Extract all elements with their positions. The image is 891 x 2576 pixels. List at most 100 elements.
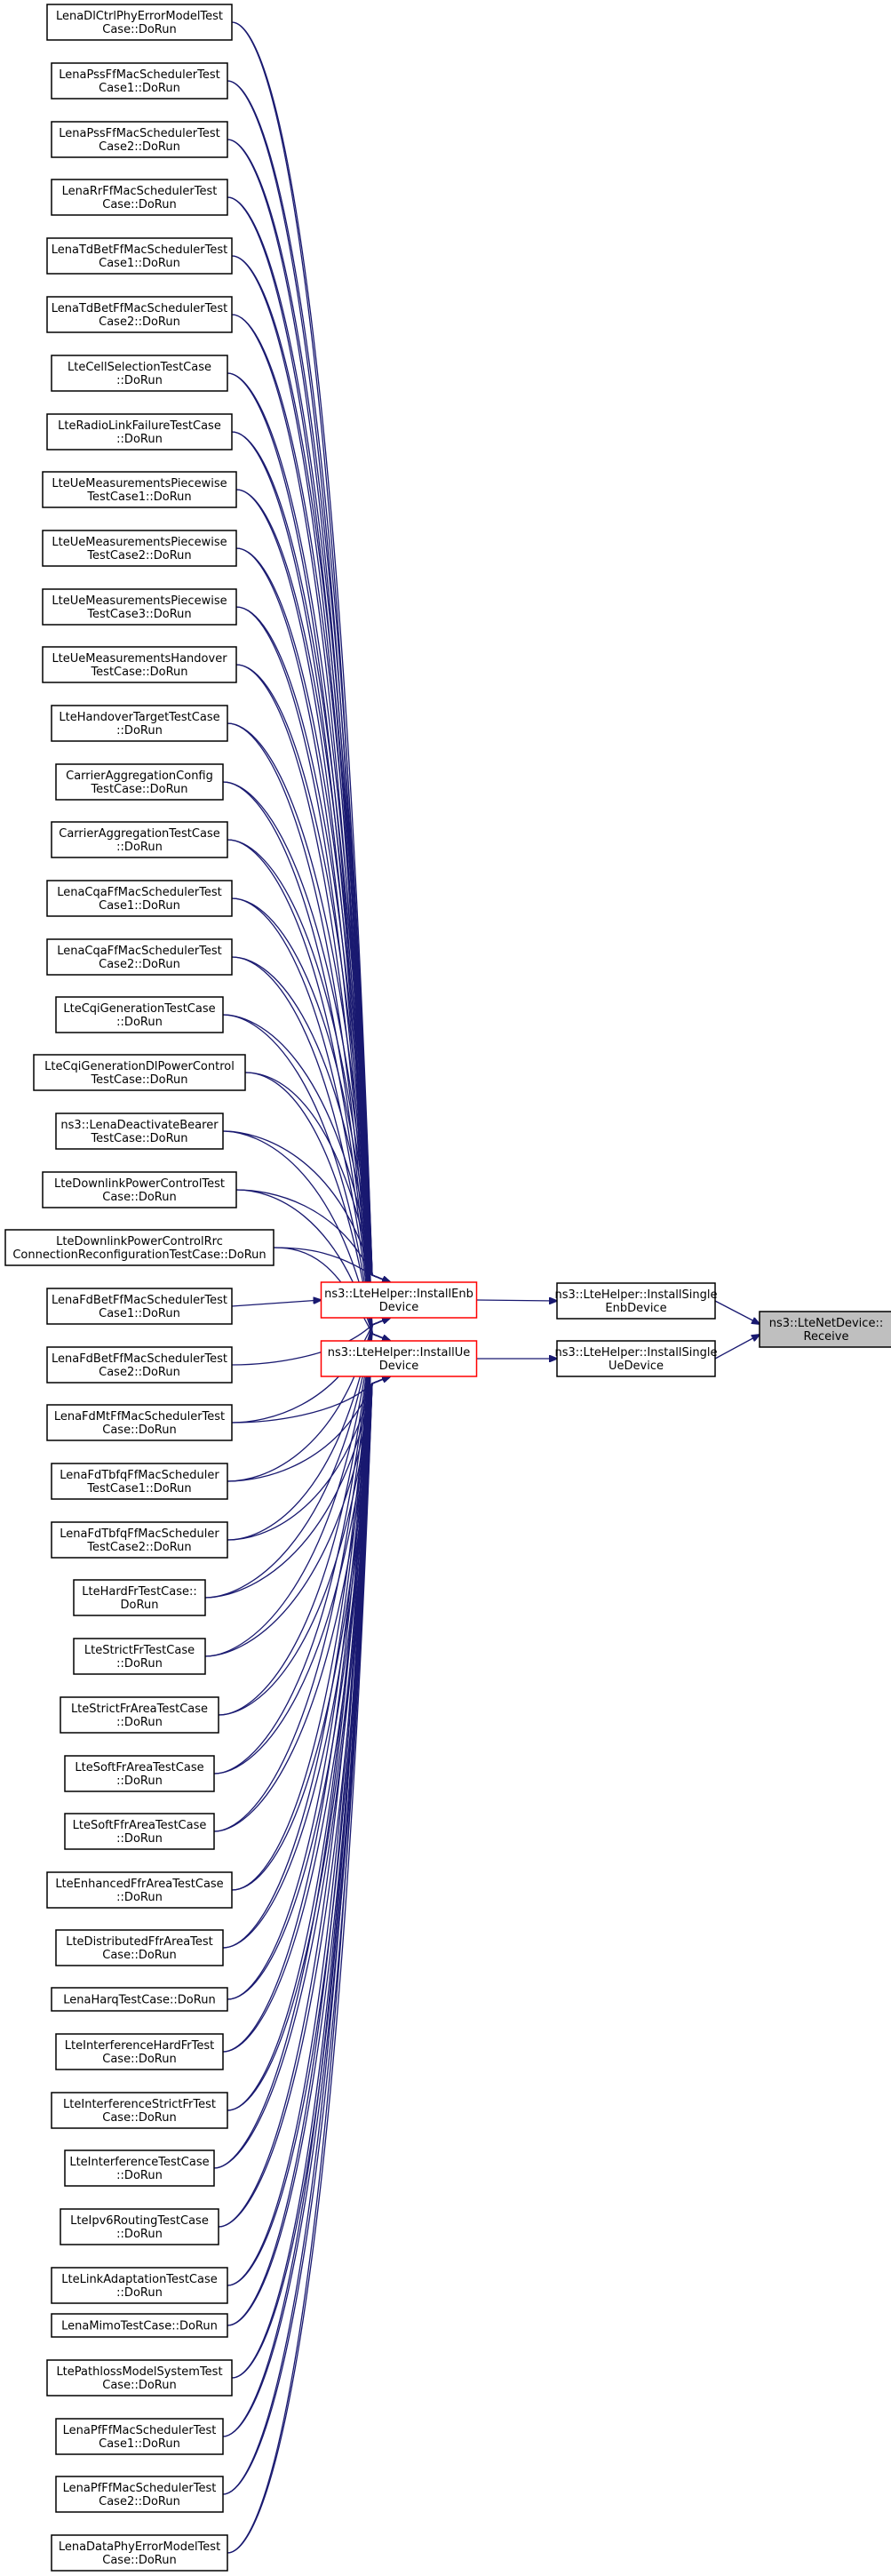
edge-caller-43-to-installer-0	[222, 1318, 390, 2495]
edge-caller-0-to-installer-0	[231, 21, 390, 1282]
caller-node-38-box	[60, 2208, 219, 2245]
caller-node-44-label-line: LenaDataPhyErrorModelTest	[59, 2540, 220, 2554]
caller-node-28-box	[73, 1638, 206, 1675]
edge-caller-16-to-installer-1	[231, 956, 390, 1341]
caller-node-24-box	[46, 1404, 233, 1441]
caller-node-43-label-line: LenaPfFfMacSchedulerTest	[63, 2482, 217, 2495]
caller-node-21[interactable]: LteDownlinkPowerControlRrcConnectionReco…	[4, 1229, 274, 1266]
caller-node-10-label-line: LteUeMeasurementsPiecewise	[52, 594, 227, 608]
edge-caller-42-to-installer-1	[222, 1376, 390, 2437]
edge-caller-22-to-installer-0	[231, 1300, 322, 1307]
caller-node-12[interactable]: LteHandoverTargetTestCase::DoRun	[51, 705, 228, 742]
caller-node-36-label-line: LteInterferenceStrictFrTest	[63, 2098, 216, 2111]
caller-node-3-label-line: LenaRrFfMacSchedulerTest	[62, 185, 218, 198]
edge-caller-12-to-installer-0	[227, 722, 390, 1282]
caller-node-40[interactable]: LenaMimoTestCase::DoRun	[51, 2313, 228, 2338]
caller-node-35-label-line: Case::DoRun	[102, 2053, 176, 2066]
edge-caller-38-to-installer-0	[218, 1318, 390, 2228]
edge-caller-32-to-installer-0	[231, 1318, 390, 1891]
edge-caller-37-to-installer-0	[213, 1318, 390, 2169]
edge-caller-10-to-installer-1	[235, 606, 390, 1341]
edge-caller-40-to-installer-0	[227, 1318, 390, 2326]
caller-node-29[interactable]: LteStrictFrAreaTestCase::DoRun	[60, 1696, 219, 1734]
edge-caller-23-to-installer-0	[231, 1318, 390, 1366]
caller-node-3-label-line: Case::DoRun	[102, 198, 176, 211]
caller-node-19-label-line: TestCase::DoRun	[90, 1132, 187, 1145]
caller-node-37[interactable]: LteInterferenceTestCase::DoRun	[64, 2149, 215, 2187]
caller-node-10-box	[42, 588, 237, 626]
caller-node-10-label-line: TestCase3::DoRun	[86, 608, 191, 621]
caller-node-17[interactable]: LteCqiGenerationTestCase::DoRun	[55, 996, 224, 1033]
caller-node-0-label-line: Case::DoRun	[102, 23, 176, 36]
caller-node-31[interactable]: LteSoftFfrAreaTestCase::DoRun	[64, 1813, 215, 1850]
caller-node-4-box	[46, 237, 233, 275]
caller-node-32-label-line: LteEnhancedFfrAreaTestCase	[55, 1878, 223, 1891]
caller-node-9[interactable]: LteUeMeasurementsPiecewiseTestCase2::DoR…	[42, 530, 237, 567]
caller-node-17-box	[55, 996, 224, 1033]
caller-node-14-box	[51, 821, 228, 858]
caller-node-6[interactable]: LteCellSelectionTestCase::DoRun	[51, 355, 228, 392]
caller-node-8[interactable]: LteUeMeasurementsPiecewiseTestCase1::DoR…	[42, 471, 237, 508]
edge-caller-18-to-installer-1	[244, 1072, 390, 1341]
edge-caller-41-to-installer-0	[231, 1318, 390, 2379]
caller-node-22-label-line: Case1::DoRun	[99, 1307, 180, 1320]
caller-node-13-box	[55, 763, 224, 801]
caller-node-39[interactable]: LteLinkAdaptationTestCase::DoRun	[51, 2267, 228, 2304]
caller-node-30[interactable]: LteSoftFrAreaTestCase::DoRun	[64, 1755, 215, 1792]
caller-node-18-label-line: TestCase::DoRun	[90, 1073, 187, 1087]
caller-node-2-box	[51, 121, 228, 158]
caller-node-7[interactable]: LteRadioLinkFailureTestCase::DoRun	[46, 413, 233, 451]
caller-node-27[interactable]: LteHardFrTestCase::DoRun	[73, 1579, 206, 1616]
caller-node-32[interactable]: LteEnhancedFfrAreaTestCase::DoRun	[46, 1871, 233, 1909]
caller-node-18-label-line: LteCqiGenerationDlPowerControl	[44, 1060, 235, 1073]
caller-node-28[interactable]: LteStrictFrTestCase::DoRun	[73, 1638, 206, 1675]
caller-node-29-label-line: ::DoRun	[116, 1716, 163, 1729]
caller-node-21-label-line: ConnectionReconfigurationTestCase::DoRun	[12, 1248, 266, 1262]
caller-node-38[interactable]: LteIpv6RoutingTestCase::DoRun	[60, 2208, 219, 2245]
lte-net-device-receive-node[interactable]: ns3::LteNetDevice::Receive	[759, 1311, 891, 1348]
caller-node-14-label-line: ::DoRun	[116, 841, 163, 854]
caller-node-10[interactable]: LteUeMeasurementsPiecewiseTestCase3::DoR…	[42, 588, 237, 626]
caller-node-30-label-line: LteSoftFrAreaTestCase	[75, 1761, 203, 1774]
caller-node-15-label-line: LenaCqaFfMacSchedulerTest	[57, 886, 222, 899]
call-edges	[204, 21, 760, 2554]
install-single-enb-device-node-box	[556, 1282, 716, 1320]
caller-node-11-label-line: TestCase::DoRun	[90, 666, 187, 679]
caller-node-34[interactable]: LenaHarqTestCase::DoRun	[51, 1987, 228, 2012]
call-nodes: LenaDlCtrlPhyErrorModelTestCase::DoRunLe…	[4, 4, 891, 2572]
caller-node-18[interactable]: LteCqiGenerationDlPowerControlTestCase::…	[33, 1054, 246, 1091]
caller-node-5-label-line: Case2::DoRun	[99, 315, 180, 329]
caller-node-14[interactable]: CarrierAggregationTestCase::DoRun	[51, 821, 228, 858]
caller-node-39-box	[51, 2267, 228, 2304]
caller-node-41-box	[46, 2359, 233, 2397]
caller-node-9-box	[42, 530, 237, 567]
